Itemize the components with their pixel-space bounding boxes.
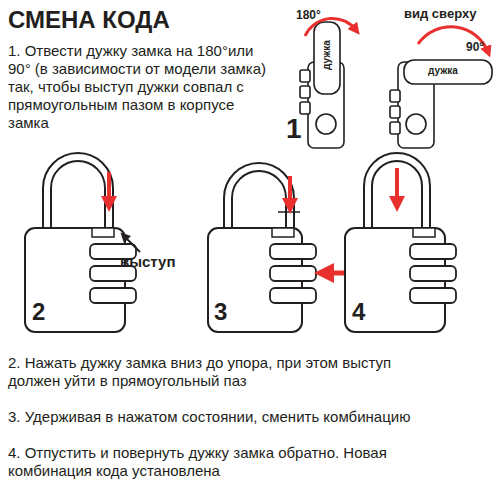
- lock-step-3: [272, 228, 294, 237]
- lock-step-3: [208, 167, 346, 332]
- lock-step-4: [410, 244, 456, 259]
- part-label: дужка: [321, 40, 333, 70]
- lock-step-2: [90, 288, 136, 303]
- page-title: СМЕНА КОДА: [8, 6, 170, 35]
- lock-step-3: [288, 176, 292, 206]
- lock-step-2: [92, 228, 114, 237]
- step-text: 3. Удерживая в нажатом состоянии, сменит…: [8, 408, 478, 426]
- step-text: 1. Отвести дужку замка на 180°или 90° (в…: [8, 42, 278, 132]
- lock-step-2: [25, 157, 140, 332]
- lock-step-4: [395, 168, 399, 204]
- callout-label: выступ: [120, 253, 176, 271]
- lock-rotate-90: [390, 106, 400, 118]
- step-text: 4. Отпустить и повернуть дужку замка обр…: [8, 444, 428, 480]
- lock-step-3: [278, 211, 300, 213]
- lock-rotate-90: [406, 114, 426, 134]
- lock-rotate-180: [314, 22, 340, 94]
- lock-step-2: [124, 236, 140, 252]
- lock-step-4: [368, 157, 426, 232]
- lock-rotate-180: [300, 18, 356, 148]
- lock-step-3: [270, 266, 316, 281]
- lock-step-4: [345, 157, 456, 332]
- lock-step-4: [368, 157, 426, 232]
- lock-rotate-90: [404, 60, 492, 84]
- part-label: дужка: [428, 65, 458, 77]
- lock-rotate-180: [316, 114, 336, 134]
- step-number: 4: [352, 298, 365, 327]
- step-number: 3: [214, 298, 227, 327]
- angle-label: 180°: [296, 8, 321, 22]
- lock-step-4: [410, 266, 456, 281]
- lock-step-3: [270, 288, 316, 303]
- lock-rotate-180: [300, 70, 310, 82]
- step-text: 2. Нажать дужку замка вниз до упора, при…: [8, 354, 428, 390]
- lock-step-2: [47, 157, 109, 232]
- lock-step-4: [413, 228, 435, 237]
- lock-step-4: [410, 288, 456, 303]
- lock-step-2: [47, 157, 109, 232]
- lock-step-2: [107, 172, 111, 204]
- angle-label: 90°: [466, 40, 484, 54]
- step-number: 2: [32, 298, 45, 327]
- step-number: 1: [286, 112, 302, 146]
- lock-step-3: [324, 271, 346, 276]
- lock-rotate-180: [300, 86, 310, 98]
- lock-rotate-90: [390, 122, 400, 134]
- lock-rotate-90: [390, 27, 492, 148]
- lock-step-3: [270, 244, 316, 259]
- lock-step-3: [228, 167, 290, 232]
- lock-rotate-90: [390, 90, 400, 102]
- view-label: вид сверху: [404, 6, 477, 22]
- lock-rotate-180: [300, 102, 310, 114]
- lock-step-3: [228, 167, 290, 232]
